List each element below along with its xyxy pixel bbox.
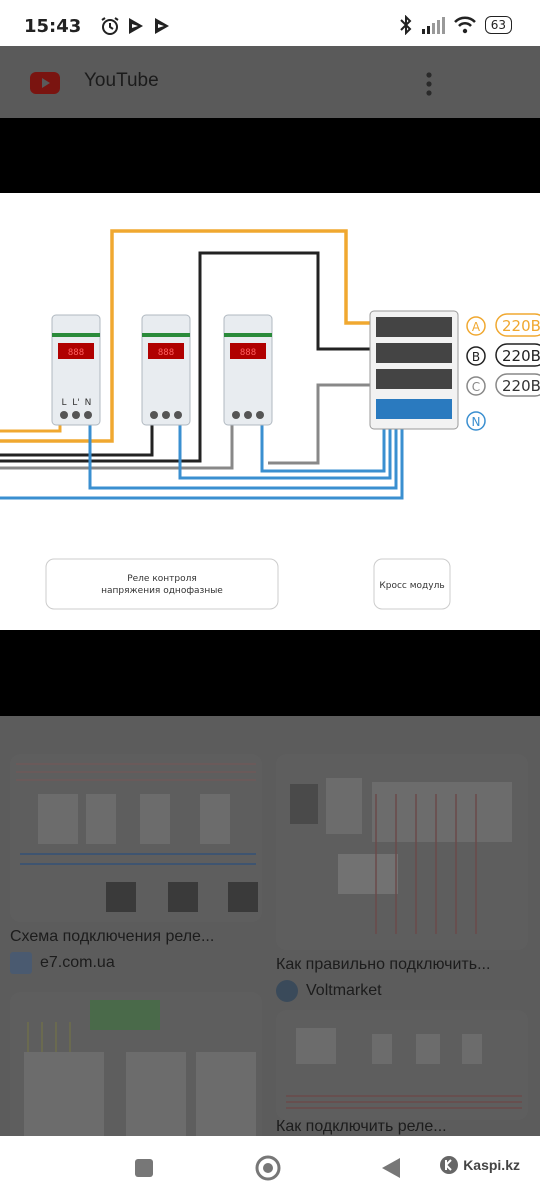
terminal-label-l: L [61,398,66,408]
result-title-4[interactable]: Как подключить реле... [276,1118,447,1135]
notification-icons [100,16,172,36]
result-thumbnail-4[interactable] [276,1010,528,1120]
relay-caption-line2: напряжения однофазные [101,586,223,596]
result-thumbnail-1[interactable] [10,754,262,922]
kaspi-label: Kaspi.kz [463,1157,520,1173]
relay-caption-line1: Реле контроля [127,574,197,584]
wifi-icon [453,16,476,34]
result-thumbnail-2[interactable] [276,754,528,950]
result-source-icon-2 [276,980,298,1002]
svg-text:888: 888 [158,348,174,358]
phase-label-c: C [472,380,480,394]
battery-indicator: 63 [484,16,512,34]
recent-apps-icon[interactable] [134,1158,154,1178]
status-bar: 15:43 63 [0,0,540,52]
svg-text:888: 888 [68,348,84,358]
play-store-icon [129,18,143,34]
phase-label-a: A [472,320,481,334]
voltage-label-a: 220В [502,317,540,335]
back-icon[interactable] [380,1156,402,1180]
svg-text:888: 888 [240,348,256,358]
result-title-1[interactable]: Схема подключения реле... [10,928,215,945]
cross-module-caption: Кросс модуль [379,581,444,591]
voltage-label-c: 220В [502,377,540,395]
cross-module [369,310,459,430]
relay-2: 888 [141,314,191,426]
phase-label-b: B [472,350,480,364]
phase-label-n: N [472,415,481,429]
signal-icon [421,17,445,34]
home-icon[interactable] [254,1154,282,1182]
wiring-diagram[interactable]: 888 888 888 L' L N [0,193,540,630]
play-store-icon-2 [155,18,169,34]
status-time: 15:43 [24,16,82,37]
image-results: Схема подключения реле... e7.com.ua Как … [0,716,540,1152]
result-thumbnail-3[interactable] [10,992,262,1152]
more-menu-icon[interactable] [426,72,432,96]
kaspi-brand[interactable]: Kaspi.kz [439,1155,520,1175]
navigation-bar: Kaspi.kz [0,1136,540,1200]
terminal-label-l-prime: L' [72,398,80,408]
kaspi-logo-icon [440,1156,459,1174]
result-title-2[interactable]: Как правильно подключить... [276,956,491,973]
diagram-canvas: 888 888 888 L' L N [0,229,540,610]
youtube-header: YouTube [0,46,540,118]
youtube-logo-icon[interactable] [30,72,60,94]
alarm-icon [101,17,119,35]
app-title: YouTube [84,70,159,91]
relay-3: 888 [223,314,273,426]
result-source-1[interactable]: e7.com.ua [40,954,115,971]
result-source-icon-1 [10,952,32,974]
voltage-label-b: 220В [502,347,540,365]
terminal-label-n: N [85,398,92,408]
bluetooth-icon [400,15,412,35]
relay-1: 888 [51,314,101,426]
system-icons: 63 [399,15,512,35]
result-source-2[interactable]: Voltmarket [306,982,382,999]
